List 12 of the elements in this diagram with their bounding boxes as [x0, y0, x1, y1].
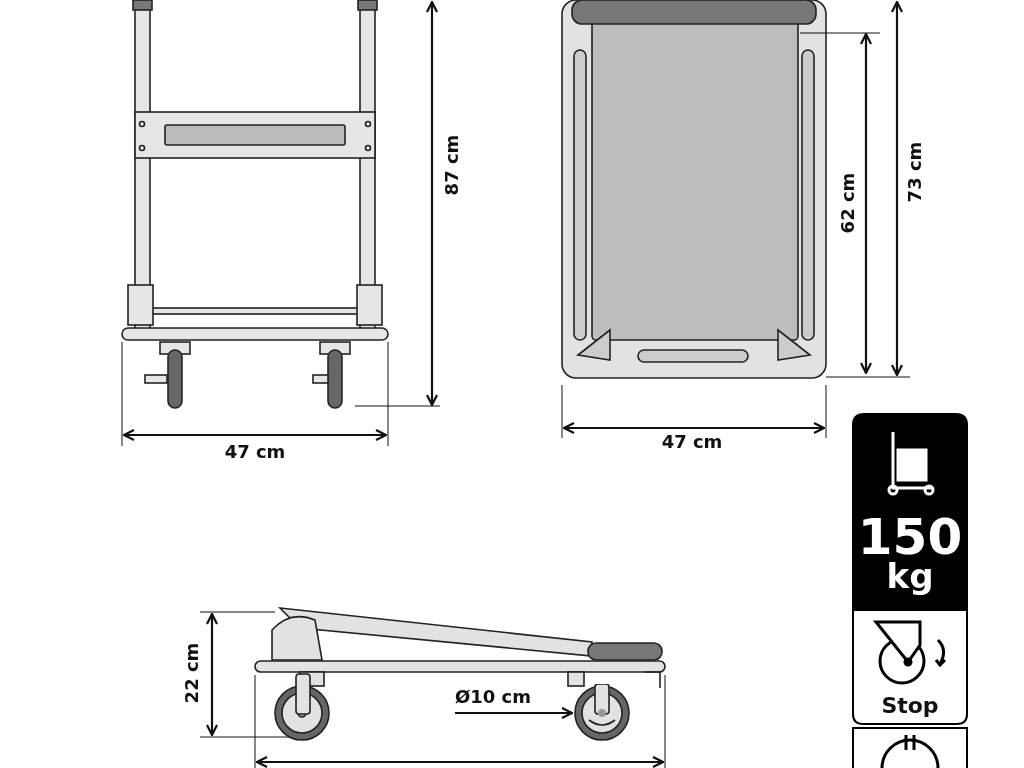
dimension-text: 87 cm	[443, 134, 461, 196]
load-capacity-value: 150	[857, 512, 963, 562]
brake-label: Stop	[881, 695, 939, 717]
dimension-text: 62 cm	[839, 172, 857, 234]
dimension-text: 22 cm	[183, 642, 201, 704]
wheel-drawing	[573, 684, 631, 742]
unit-text: kg	[886, 559, 934, 593]
dimension-text: Ø10 cm	[455, 688, 532, 706]
leader-arrow	[455, 706, 574, 720]
dimension-text: 47 cm	[224, 443, 286, 461]
dimension-text: 73 cm	[906, 141, 924, 203]
dimension-text: 47 cm	[661, 433, 723, 451]
